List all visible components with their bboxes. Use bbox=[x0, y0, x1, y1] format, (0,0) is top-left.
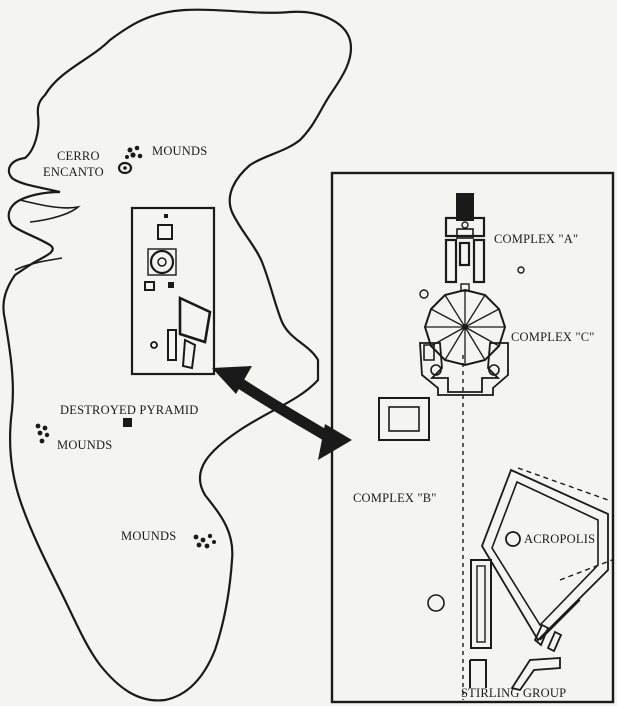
small-mound-marker bbox=[517, 266, 525, 274]
mounds-south-marker bbox=[193, 533, 216, 549]
island-outline bbox=[2, 8, 353, 702]
cerro-encanto-label-line2: ENCANTO bbox=[43, 165, 104, 179]
cerro-encanto-marker bbox=[117, 161, 133, 175]
complex-a-label: COMPLEX "A" bbox=[494, 232, 578, 246]
stirling-group-label: STIRLING GROUP bbox=[461, 686, 566, 700]
complex-b-plan bbox=[378, 397, 430, 441]
complex-a-plan bbox=[444, 193, 486, 292]
complex-c-label: COMPLEX "C" bbox=[511, 330, 595, 344]
stirling-group-plan bbox=[469, 559, 563, 692]
acropolis-label: ACROPOLIS bbox=[524, 532, 595, 546]
destroyed-pyramid-marker bbox=[123, 418, 132, 427]
complex-b-label: COMPLEX "B" bbox=[353, 491, 437, 505]
complex-c-plan bbox=[419, 288, 509, 396]
island-inlet bbox=[14, 257, 63, 271]
small-mound-marker bbox=[419, 289, 429, 299]
small-mound-marker bbox=[427, 594, 445, 612]
mounds-north-label: MOUNDS bbox=[152, 144, 207, 158]
mounds-south-label: MOUNDS bbox=[121, 529, 176, 543]
destroyed-pyramid-label: DESTROYED PYRAMID bbox=[60, 403, 198, 417]
zoom-arrow bbox=[212, 366, 352, 460]
mounds-west-marker bbox=[35, 423, 50, 444]
mounds-west-label: MOUNDS bbox=[57, 438, 112, 452]
site-area-rectangle bbox=[130, 206, 216, 376]
inset-map: COMPLEX "A" COMPLEX "C" CO bbox=[330, 171, 615, 704]
cerro-encanto-label-line1: CERRO bbox=[57, 149, 100, 163]
island-inlet bbox=[19, 199, 81, 223]
acropolis-plan bbox=[481, 467, 613, 642]
mounds-north-marker bbox=[125, 145, 143, 159]
